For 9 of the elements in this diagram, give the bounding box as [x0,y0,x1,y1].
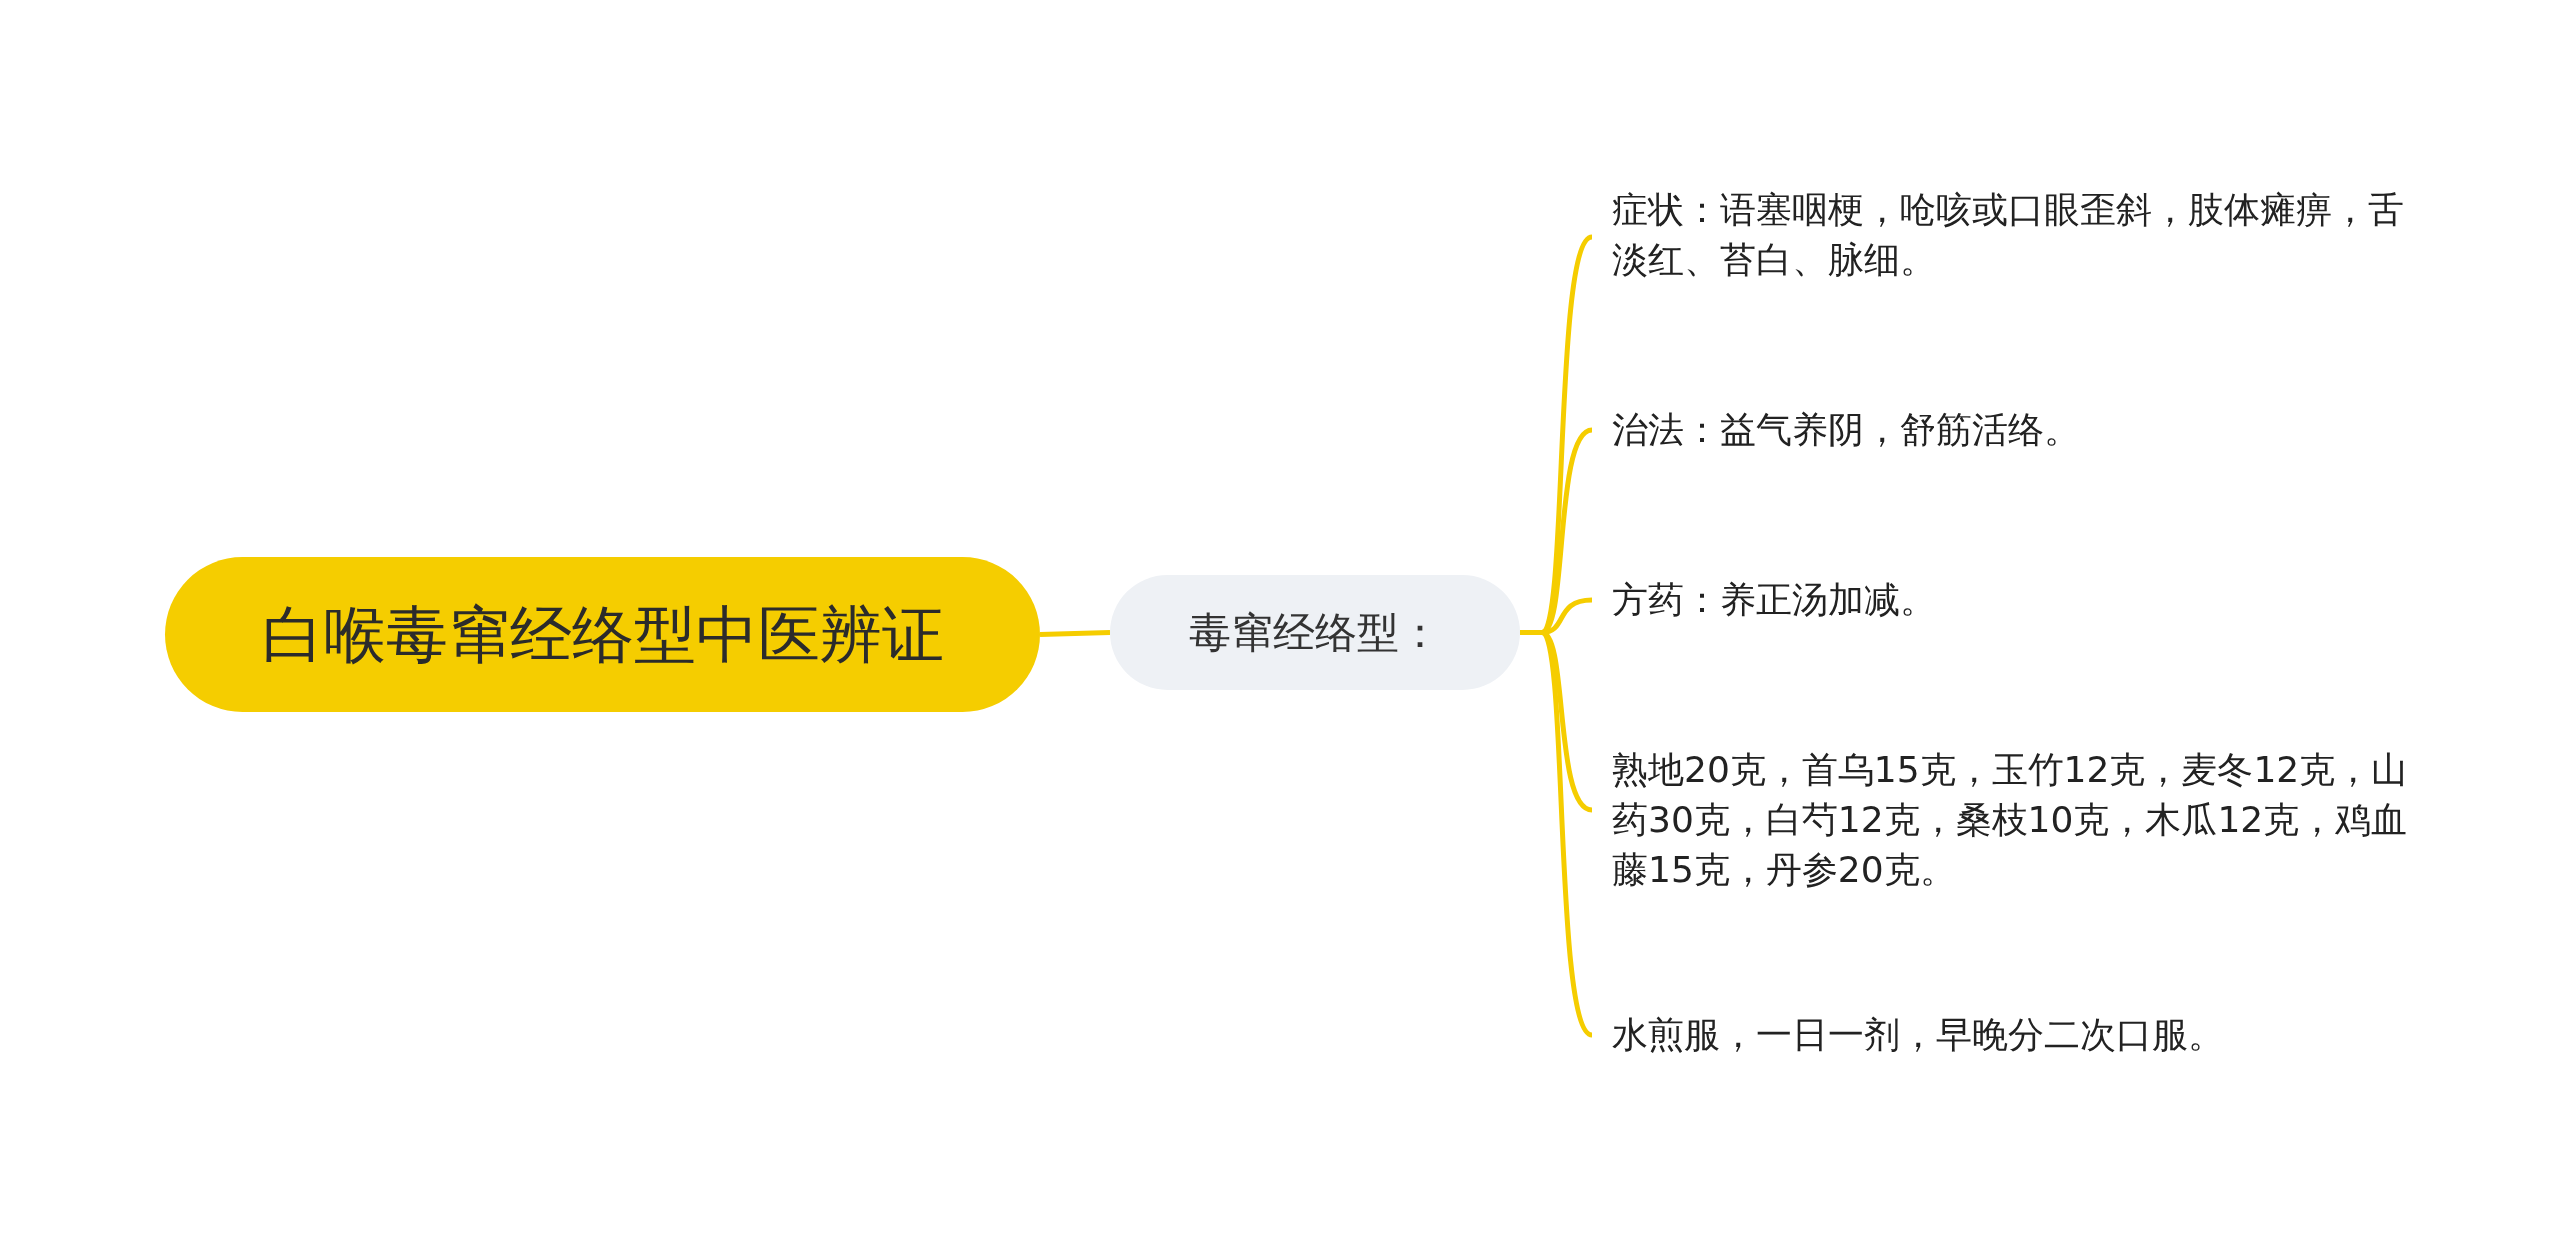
root-topic-box: 白喉毒窜经络型中医辨证 [165,557,1040,712]
topic-text: 治法：益气养阴，舒筋活络。 [1612,405,2412,455]
topic-text: 熟地20克，首乌15克，玉竹12克，麦冬12克，山药30克，白芍12克，桑枝10克，木瓜12克，鸡血藤15克，丹参20克。 [1612,745,2412,895]
branch-line [1520,630,1594,1037]
subtopic-box: 毒窜经络型： [1110,575,1520,690]
topic-text: 水煎服，一日一剂，早晚分二次口服。 [1612,1010,2412,1060]
topic-text: 方药：养正汤加减。 [1612,575,2412,625]
topic-text: 症状：语塞咽梗，呛咳或口眼歪斜，肢体瘫痹，舌淡红、苔白、脉细。 [1612,185,2412,285]
branch-line [1039,630,1111,637]
